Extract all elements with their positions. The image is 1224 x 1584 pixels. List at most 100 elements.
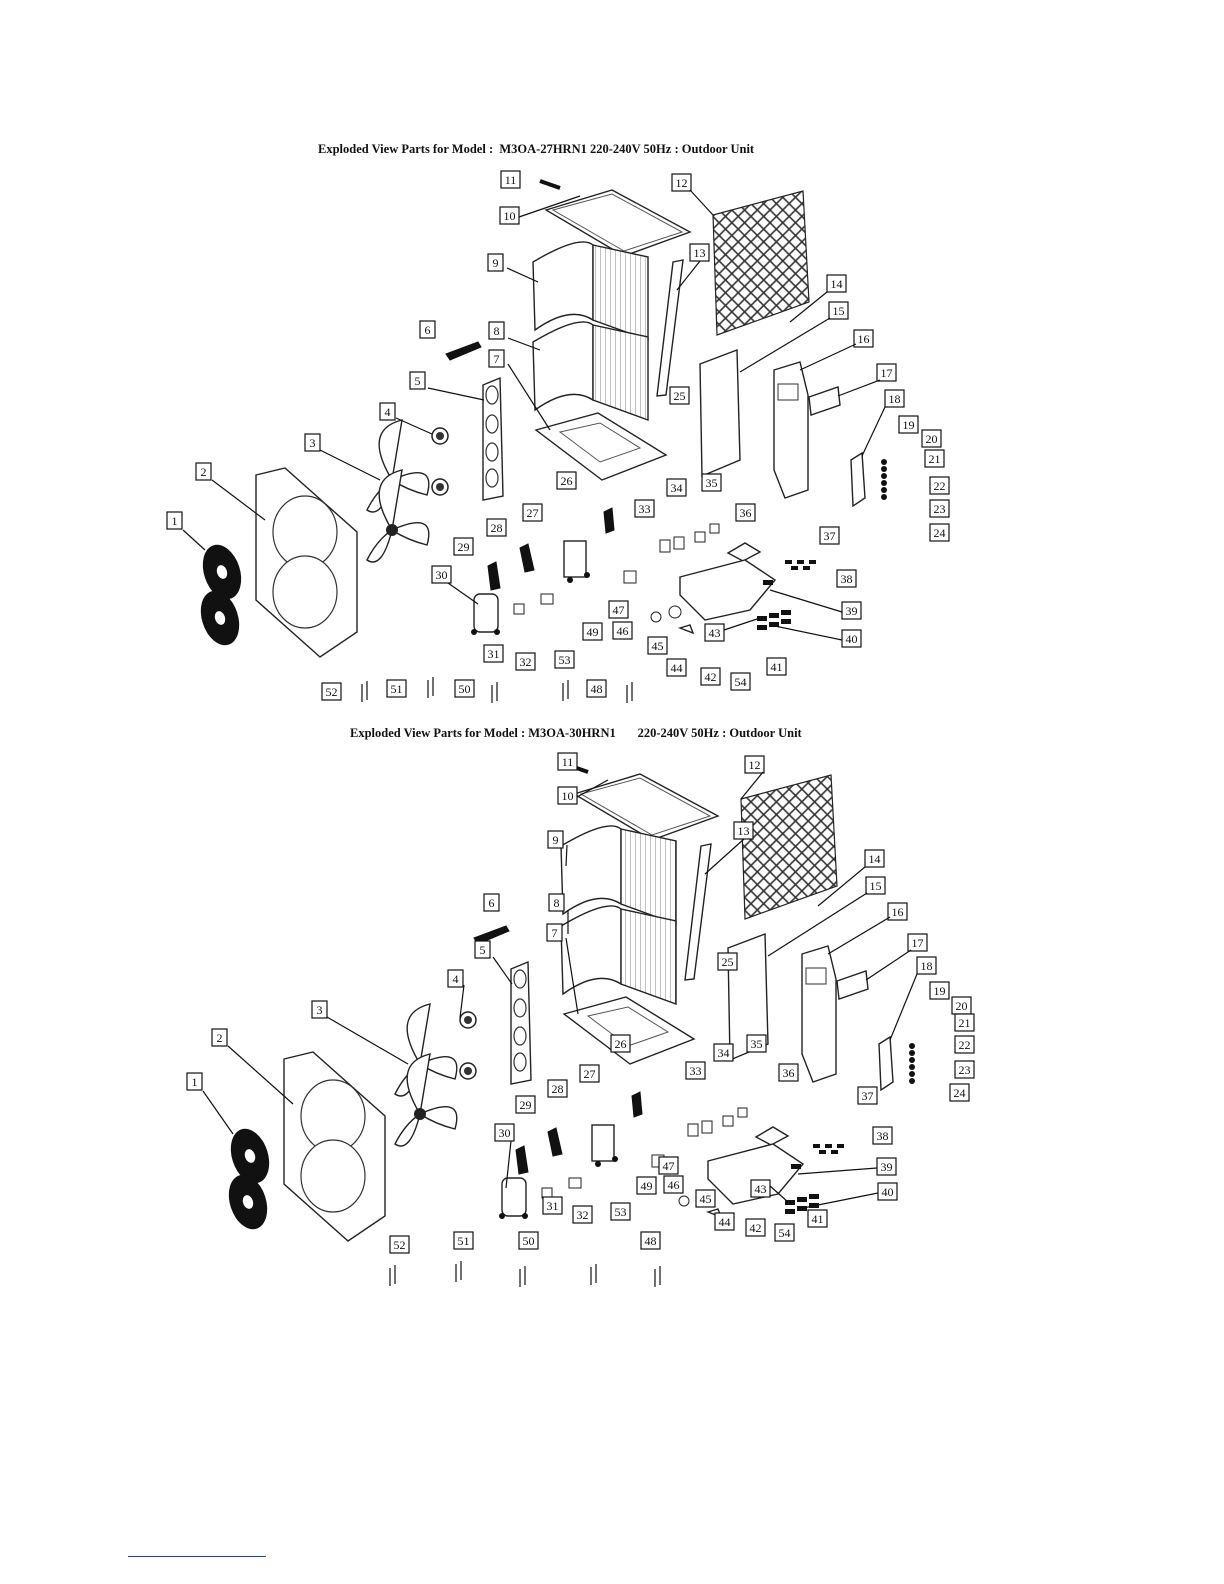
svg-text:1: 1 (172, 514, 178, 528)
leader-line-18 (861, 406, 886, 457)
part-label-32: 32 (515, 652, 536, 671)
leader-line-39 (797, 1167, 878, 1175)
svg-text:5: 5 (415, 374, 421, 388)
svg-text:44: 44 (719, 1215, 731, 1229)
svg-text:11: 11 (562, 755, 574, 769)
nut-part (881, 473, 887, 479)
part-label-51: 51 (453, 1231, 474, 1250)
part-label-13: 13 (733, 821, 754, 840)
svg-text:16: 16 (858, 332, 870, 346)
connector-part (825, 1144, 832, 1148)
part-label-19: 19 (898, 415, 919, 434)
part-label-47: 47 (658, 1156, 679, 1175)
pipe-fitting-part (389, 1265, 396, 1286)
connector-part (797, 560, 804, 564)
part-label-21: 21 (954, 1013, 975, 1032)
circuit-board-part (797, 1197, 807, 1202)
condenser-fins-lower (620, 908, 677, 1005)
part-label-53: 53 (610, 1202, 631, 1221)
svg-text:21: 21 (959, 1016, 971, 1030)
connector-part (837, 1144, 844, 1148)
svg-text:24: 24 (934, 526, 946, 540)
svg-text:7: 7 (552, 926, 558, 940)
circuit-board-part (769, 613, 779, 618)
svg-text:25: 25 (674, 389, 686, 403)
svg-text:47: 47 (613, 603, 625, 617)
bracket-hole (513, 969, 527, 989)
part-label-7: 7 (488, 349, 505, 368)
svg-text:14: 14 (831, 277, 843, 291)
connector-part (819, 1150, 826, 1154)
handle-part (808, 386, 841, 416)
svg-text:27: 27 (527, 506, 539, 520)
svg-text:52: 52 (394, 1238, 406, 1252)
svg-text:35: 35 (706, 476, 718, 490)
nut-part (881, 480, 887, 486)
leader-line-2 (227, 1045, 294, 1105)
fitting-part (540, 593, 554, 605)
leader-line-43 (723, 617, 761, 631)
svg-text:8: 8 (494, 324, 500, 338)
svg-text:8: 8 (554, 896, 560, 910)
svg-text:15: 15 (833, 304, 845, 318)
svg-text:28: 28 (491, 521, 503, 535)
circuit-board-part (781, 610, 791, 615)
svg-text:42: 42 (750, 1221, 762, 1235)
part-label-10: 10 (557, 786, 578, 805)
part-label-16: 16 (853, 329, 874, 348)
fan-grille-hub (242, 1195, 254, 1209)
part-label-15: 15 (865, 876, 886, 895)
leader-line-10 (518, 195, 581, 218)
part-label-24: 24 (929, 523, 950, 542)
compressor-foot (499, 1213, 505, 1219)
svg-text:20: 20 (926, 432, 938, 446)
svg-text:36: 36 (740, 506, 752, 520)
connector-part (803, 566, 810, 570)
top-cover-part (544, 189, 692, 257)
svg-text:19: 19 (903, 418, 915, 432)
relay-part (709, 523, 720, 534)
part-label-1: 1 (186, 1072, 203, 1091)
svg-text:6: 6 (425, 323, 431, 337)
svg-text:33: 33 (690, 1064, 702, 1078)
part-label-28: 28 (547, 1079, 568, 1098)
base-pan-inner (558, 422, 642, 463)
pipe-fitting-part (626, 682, 633, 703)
compressor-foot (522, 1213, 528, 1219)
side-plate-part (727, 932, 769, 1062)
leader-line-13 (676, 260, 701, 291)
fuse-part (763, 580, 773, 585)
part-label-37: 37 (857, 1086, 878, 1105)
part-label-13: 13 (689, 243, 710, 262)
leader-line-7 (507, 363, 551, 431)
condenser-coil-upper (532, 241, 594, 332)
fitting-part (568, 1177, 582, 1189)
relay-part (722, 1115, 734, 1127)
terminal-board-part (878, 1035, 894, 1092)
pipe-fitting-part (427, 677, 434, 698)
svg-text:15: 15 (870, 879, 882, 893)
motor-bracket-part (482, 376, 504, 501)
fan-motor-core (464, 1067, 472, 1075)
part-label-48: 48 (586, 679, 607, 698)
part-label-11: 11 (557, 752, 578, 771)
svg-text:49: 49 (641, 1179, 653, 1193)
svg-text:11: 11 (505, 173, 517, 187)
right-panel-window (805, 967, 827, 985)
svg-text:45: 45 (652, 639, 664, 653)
part-label-50: 50 (454, 679, 475, 698)
capacitor-part (673, 536, 685, 550)
part-label-7: 7 (546, 923, 563, 942)
nut-part (909, 1064, 915, 1070)
part-label-23: 23 (929, 499, 950, 518)
svg-text:53: 53 (615, 1205, 627, 1219)
svg-text:37: 37 (824, 529, 836, 543)
svg-text:29: 29 (520, 1098, 532, 1112)
part-label-5: 5 (409, 371, 426, 390)
part-label-47: 47 (608, 600, 629, 619)
part-label-25: 25 (717, 952, 738, 971)
part-label-45: 45 (647, 636, 668, 655)
svg-text:33: 33 (639, 502, 651, 516)
part-label-50: 50 (518, 1231, 539, 1250)
part-label-9: 9 (547, 830, 564, 849)
